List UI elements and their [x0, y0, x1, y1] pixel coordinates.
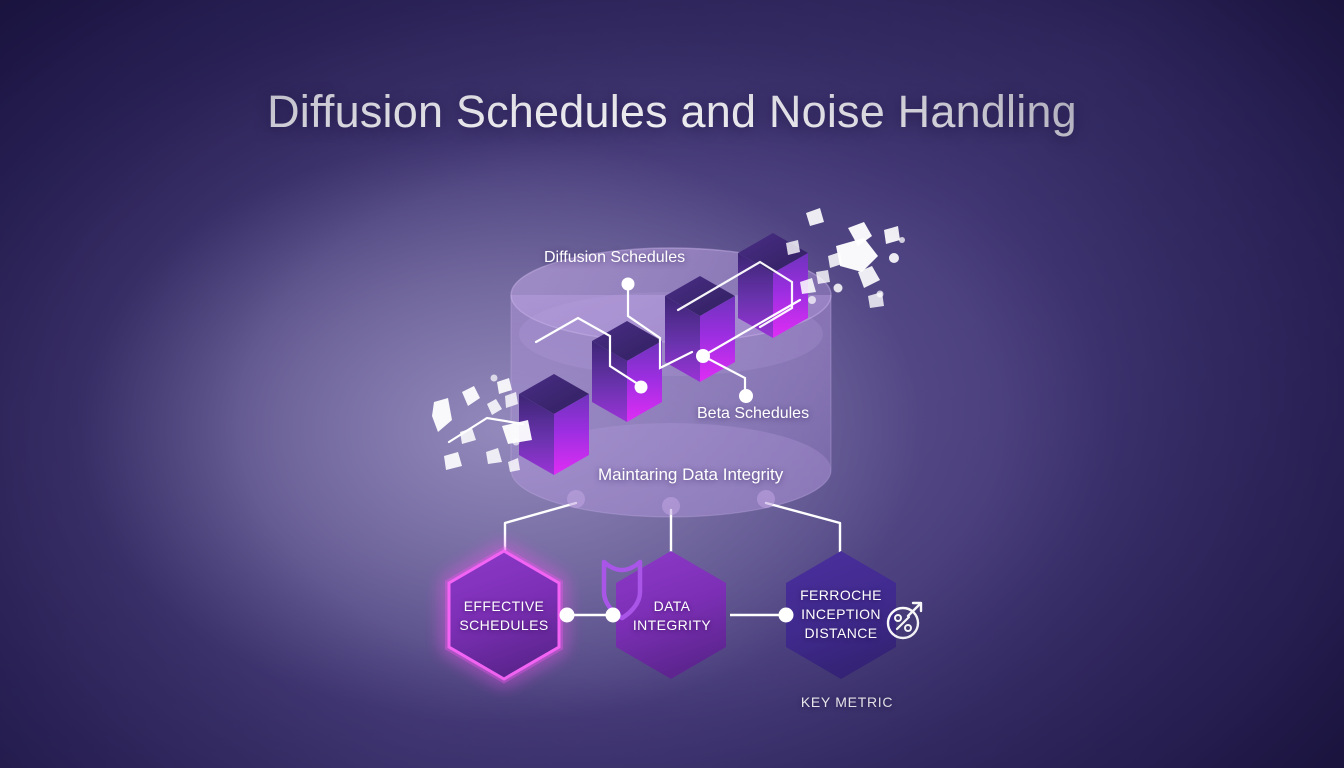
callout-node-beta	[696, 349, 710, 363]
callout-label-beta-schedules: Beta Schedules	[697, 405, 810, 422]
bar-2	[592, 321, 662, 422]
cylinder-label: Maintaring Data Integrity	[598, 465, 784, 484]
hexagon-ferroche-inception-distance[interactable]	[786, 551, 896, 679]
connector-to-ferroche	[764, 501, 842, 568]
callout-node-beta-end	[739, 389, 753, 403]
hexagon-data-integrity[interactable]	[616, 551, 726, 679]
bar-1	[519, 374, 589, 475]
callout-node-mid	[634, 380, 648, 394]
page-title: Diffusion Schedules and Noise Handling	[267, 86, 1077, 137]
hexagon-effective-schedules[interactable]	[445, 546, 563, 684]
callout-label-diffusion-schedules: Diffusion Schedules	[544, 249, 686, 266]
callout-node-diffusion	[621, 277, 635, 291]
key-metric-caption: KEY METRIC	[800, 694, 894, 710]
